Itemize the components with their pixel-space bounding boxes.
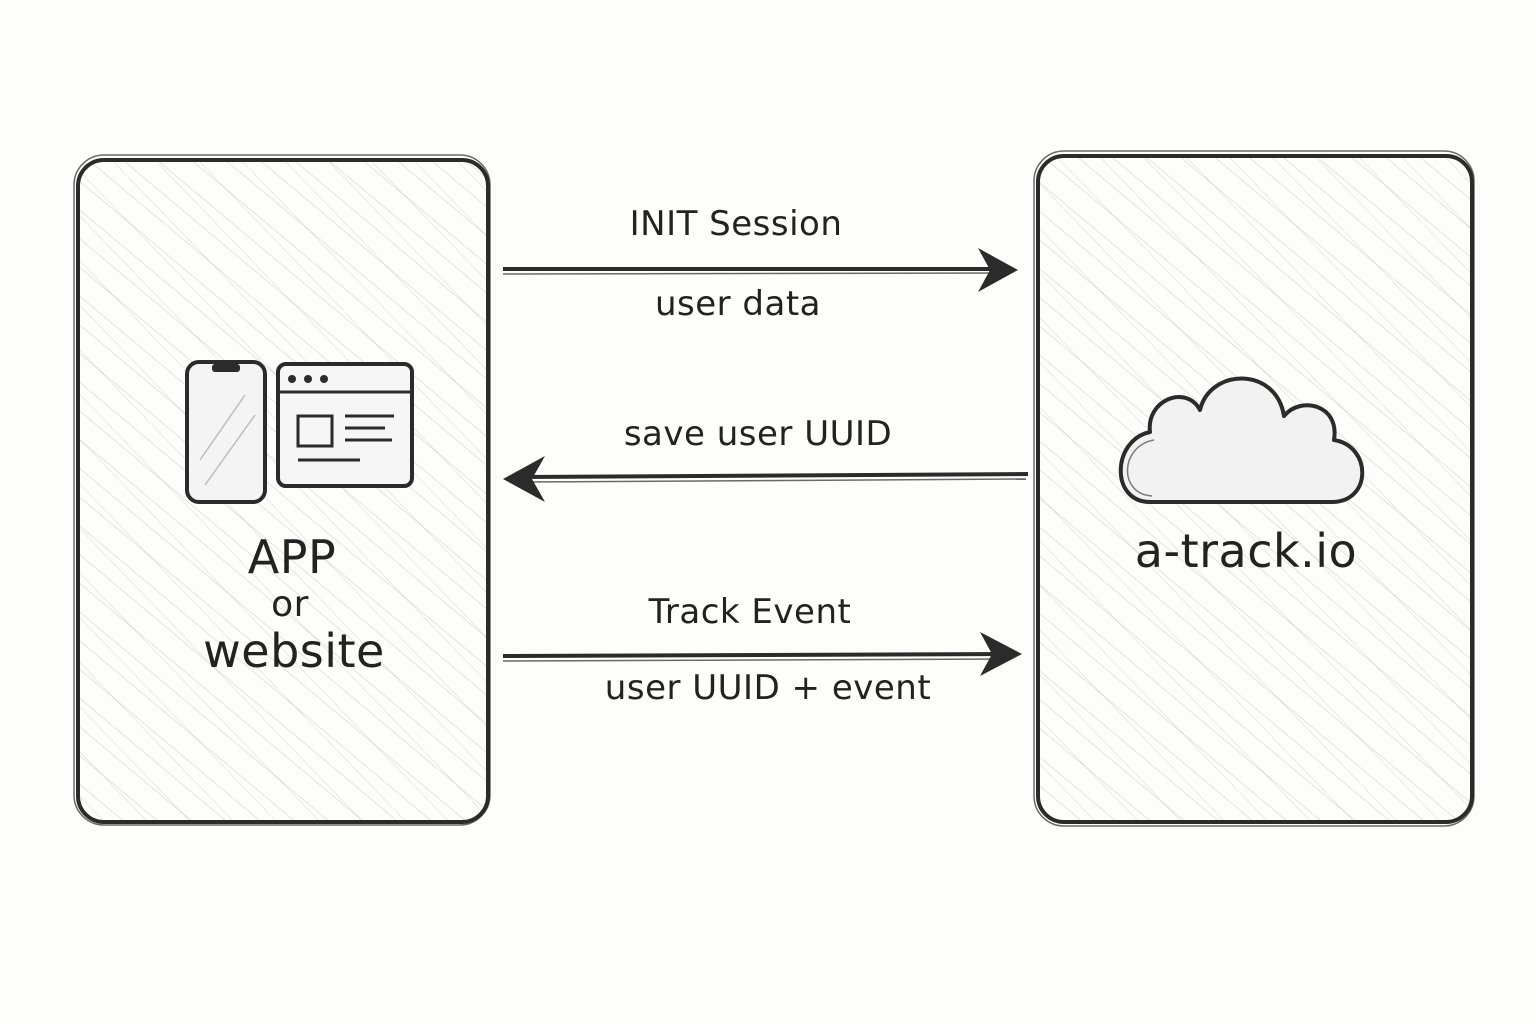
cloud-icon xyxy=(1118,376,1365,504)
server-label: a-track.io xyxy=(1134,524,1358,578)
message-track-event-title: Track Event xyxy=(648,592,852,632)
message-save-uuid-title: save user UUID xyxy=(623,414,893,454)
client-label-line2: or xyxy=(271,584,309,625)
message-track-event-payload: user UUID + event xyxy=(604,668,932,708)
message-init-session-title: INIT Session xyxy=(629,204,843,244)
client-label-line1: APP xyxy=(247,530,337,584)
smartphone-icon xyxy=(185,360,267,504)
arrow-init-session xyxy=(502,248,1018,292)
arrow-track-event xyxy=(502,632,1022,676)
message-init-session-payload: user data xyxy=(654,284,822,324)
browser-window-icon xyxy=(276,362,414,488)
client-node-box xyxy=(73,154,491,826)
client-label-line3: website xyxy=(203,624,385,678)
arrow-save-uuid xyxy=(503,456,1029,502)
